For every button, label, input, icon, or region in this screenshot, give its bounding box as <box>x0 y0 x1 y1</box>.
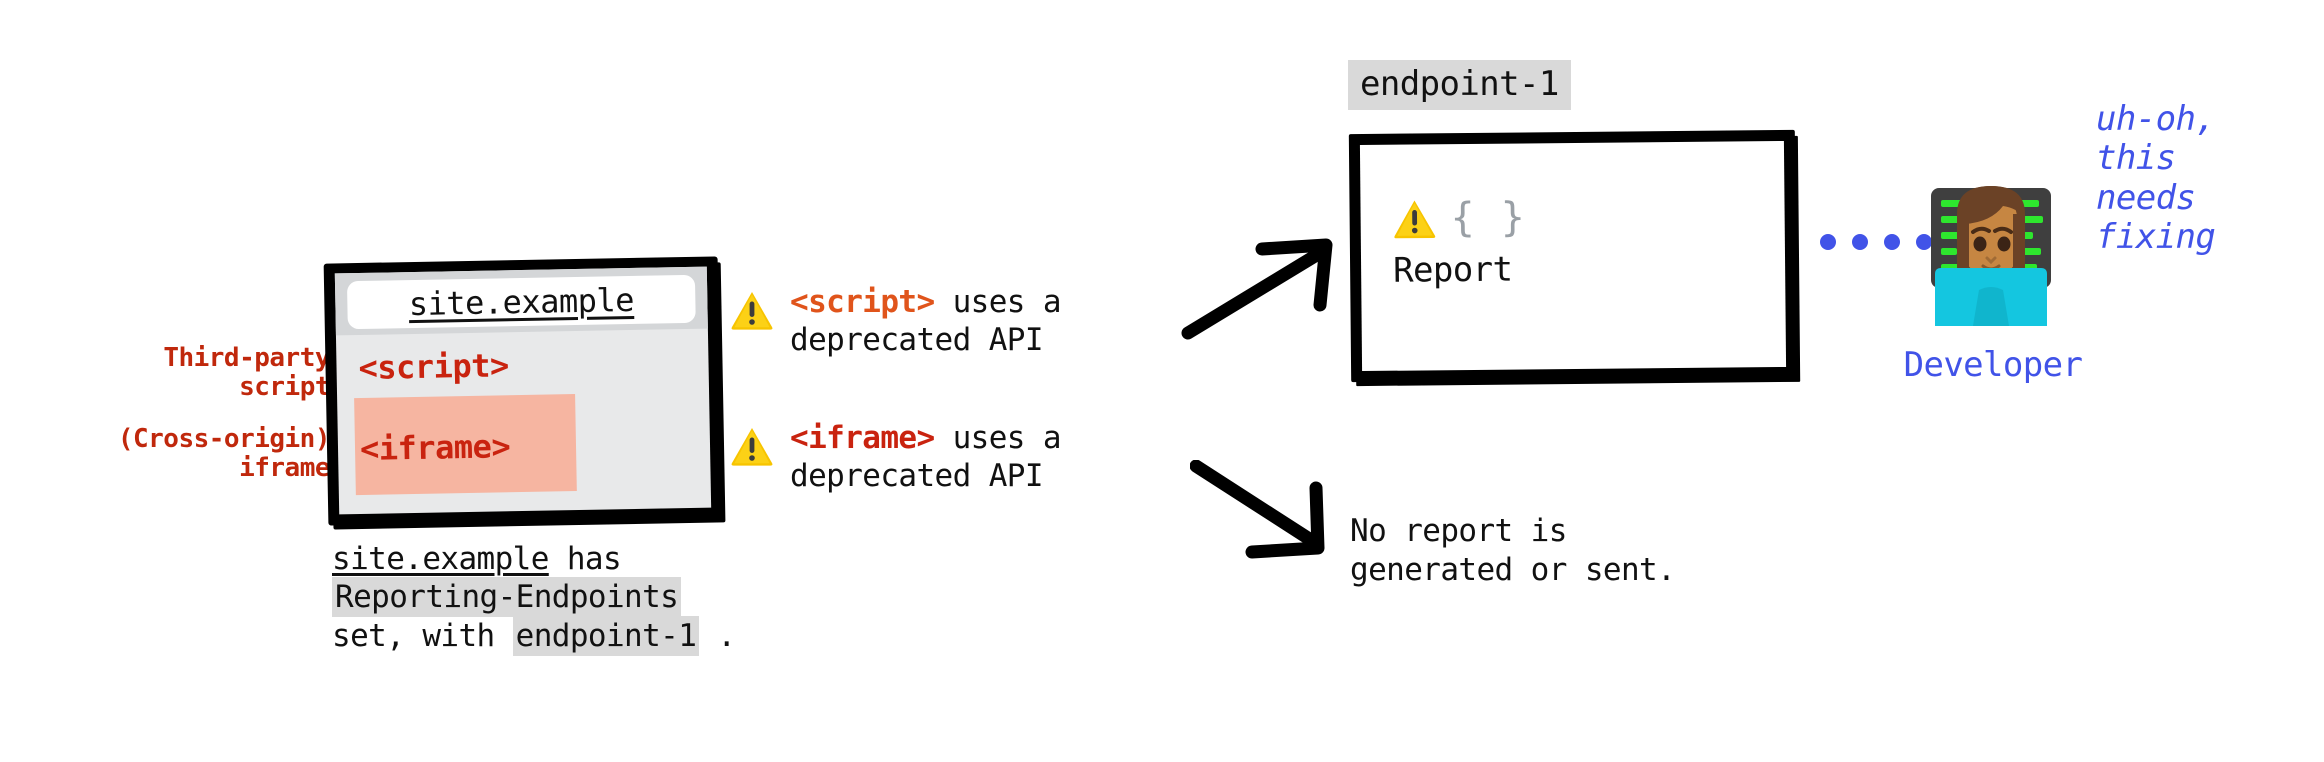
connector-dot <box>1884 234 1900 250</box>
browser-window: site.example <script> <iframe> <box>323 256 723 526</box>
cross-origin-iframe-line1: (Cross-origin) <box>117 423 331 454</box>
report-icon-row: { } <box>1392 194 1527 242</box>
iframe-tag-inline: <iframe> <box>790 420 935 456</box>
left-annotations: Third-party script (Cross-origin) iframe <box>0 343 331 484</box>
warning-row-iframe: <iframe> uses a deprecated API <box>730 420 1062 496</box>
caption-line-3: set, with endpoint-1 . <box>332 615 852 656</box>
endpoint-label: endpoint-1 <box>1348 60 1571 110</box>
arrow-to-no-report-icon <box>1189 459 1370 584</box>
iframe-highlight-box: <iframe> <box>354 394 577 496</box>
caption-has: has <box>548 541 622 577</box>
browser-chrome-bar: site.example <box>334 266 708 336</box>
iframe-tag-text: <iframe> <box>359 427 511 468</box>
caption-set-with: set, with <box>332 617 513 654</box>
report-label: Report <box>1392 249 1513 291</box>
third-party-script-label: Third-party script <box>0 343 330 403</box>
warning-icon <box>730 424 774 468</box>
developer-speech-text: uh-oh, this needs fixing <box>2096 99 2216 258</box>
connector-dot <box>1820 234 1836 250</box>
script-tag-inline: <script> <box>790 284 935 320</box>
report-block: { } Report <box>1392 194 1527 291</box>
third-party-script-line1: Third-party <box>163 343 330 373</box>
caption-line-2: Reporting-Endpoints <box>332 577 852 618</box>
woman-technologist-emoji <box>1905 158 2077 330</box>
browser-caption: site.example has Reporting-Endpoints set… <box>332 540 852 656</box>
warning-icon <box>730 288 774 332</box>
warning-icon <box>1392 196 1436 240</box>
warning-script-text: <script> uses a deprecated API <box>790 284 1062 360</box>
iframe-warning-rest: uses a deprecated API <box>790 420 1062 494</box>
caption-site-name: site.example <box>332 541 549 577</box>
caption-endpoint-chip: endpoint-1 <box>512 615 700 656</box>
browser-window-content: site.example <script> <iframe> <box>334 266 712 515</box>
url-bar[interactable]: site.example <box>346 274 696 330</box>
warning-iframe-text: <iframe> uses a deprecated API <box>790 420 1062 496</box>
caption-period: . <box>699 617 736 654</box>
json-braces-icon: { } <box>1450 194 1527 242</box>
connector-dot <box>1916 234 1932 250</box>
warning-row-script: <script> uses a deprecated API <box>730 284 1062 360</box>
caption-line-1: site.example has <box>332 540 852 578</box>
developer-label: Developer <box>1903 345 2083 385</box>
endpoint-box-content: { } Report <box>1359 140 1787 372</box>
script-warning-rest: uses a deprecated API <box>790 284 1062 358</box>
arrow-to-endpoint-icon <box>1180 205 1360 349</box>
cross-origin-iframe-line2: iframe <box>239 453 330 484</box>
no-report-text: No report is generated or sent. <box>1350 513 1676 589</box>
endpoint-box: { } Report <box>1348 129 1798 383</box>
script-tag-text: <script> <box>358 346 509 388</box>
caption-header-chip: Reporting-Endpoints <box>332 577 682 618</box>
cross-origin-iframe-label: (Cross-origin) iframe <box>0 423 331 484</box>
third-party-script-line2: script <box>239 372 330 403</box>
url-text: site.example <box>408 280 635 324</box>
connector-dot <box>1852 234 1868 250</box>
